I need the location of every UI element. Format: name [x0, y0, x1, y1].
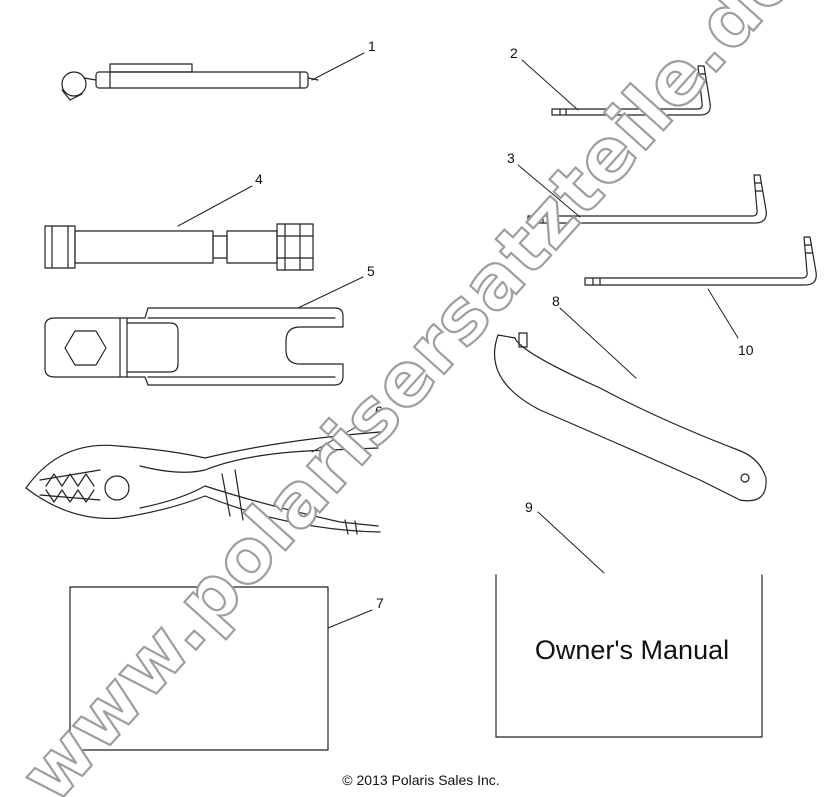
manual-title: Owner's Manual: [535, 635, 729, 665]
callout-1: 1: [368, 38, 376, 54]
hex-key-icon: [584, 236, 817, 286]
spanner-wrench-icon: [494, 332, 767, 502]
callout-2: 2: [510, 45, 518, 61]
callout-4: 4: [255, 171, 263, 187]
callout-7: 7: [376, 595, 384, 611]
callout-5: 5: [367, 263, 375, 279]
callout-8: 8: [552, 293, 560, 309]
open-end-wrench-icon: [44, 307, 344, 386]
pliers-icon: [25, 431, 381, 535]
copyright: © 2013 Polaris Sales Inc.: [342, 772, 499, 788]
callout-3: 3: [507, 150, 515, 166]
watermark: www.polarisersatzteile.de: [4, 0, 814, 797]
callout-9: 9: [525, 499, 533, 515]
hex-key-icon: [527, 174, 767, 224]
socket-wrench-icon: [44, 223, 314, 271]
leader-lines: [177, 52, 739, 629]
callout-10: 10: [738, 342, 754, 358]
hex-key-icon: [551, 65, 711, 116]
document-icon: [69, 586, 329, 751]
spark-plug-tool-icon: [61, 63, 319, 101]
callout-6: 6: [375, 403, 383, 419]
owners-manual-icon: [495, 574, 763, 738]
